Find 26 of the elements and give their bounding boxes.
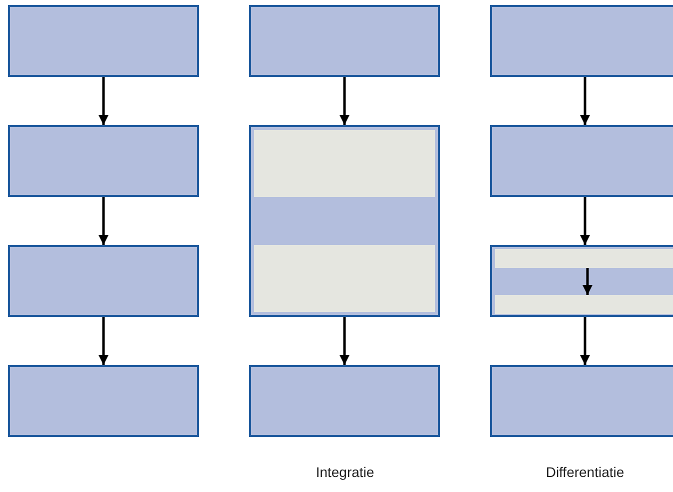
process-box xyxy=(490,245,673,317)
arrow xyxy=(580,77,590,125)
column-caption: Differentiatie xyxy=(546,464,624,480)
process-box xyxy=(490,365,673,437)
arrow xyxy=(580,317,590,365)
arrow xyxy=(582,268,592,295)
band xyxy=(495,295,673,314)
arrow xyxy=(98,317,108,365)
arrow xyxy=(340,317,350,365)
process-box xyxy=(249,365,440,437)
process-box xyxy=(8,365,199,437)
band xyxy=(495,249,673,268)
arrow xyxy=(98,197,108,245)
band xyxy=(254,130,435,197)
column-caption: Integratie xyxy=(316,464,374,480)
process-box xyxy=(8,245,199,317)
process-box xyxy=(249,125,440,317)
arrow xyxy=(98,77,108,125)
arrow xyxy=(340,77,350,125)
band xyxy=(254,245,435,312)
process-box xyxy=(8,5,199,77)
process-box xyxy=(249,5,440,77)
process-box xyxy=(490,125,673,197)
process-box xyxy=(490,5,673,77)
arrow xyxy=(580,197,590,245)
process-box xyxy=(8,125,199,197)
